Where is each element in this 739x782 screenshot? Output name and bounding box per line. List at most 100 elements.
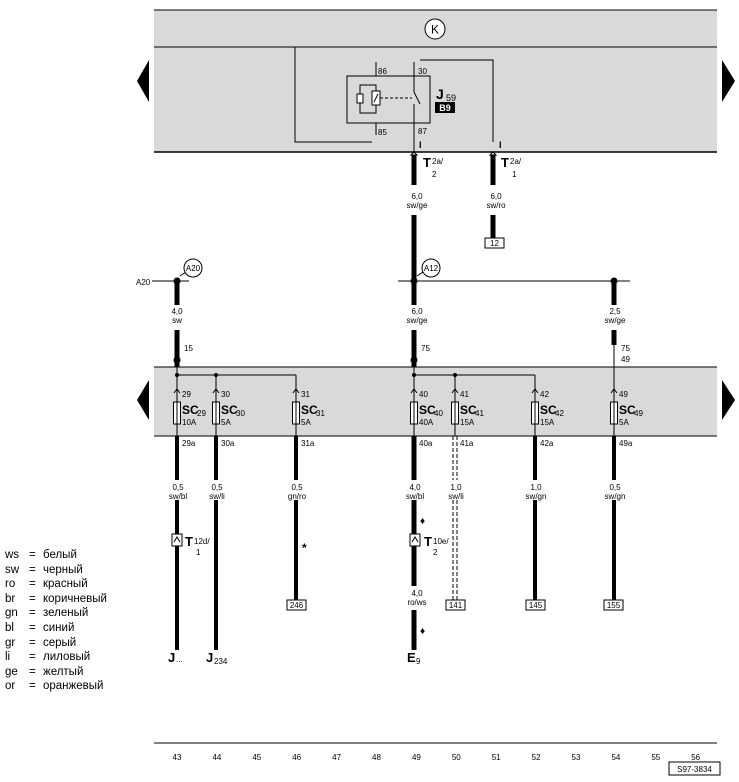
legend-meaning: серый [43,636,77,649]
connector-icon [171,533,183,547]
legend-eq: = [29,636,36,649]
triangle-right-icon[interactable] [722,60,735,102]
legend-row: sw=черный [5,563,107,578]
fuse-number: 30 [236,409,245,418]
legend-code: bl [5,621,14,634]
triangle-right-icon[interactable] [722,380,735,420]
wire-size: 0,5 [609,483,621,492]
legend-code: gn [5,607,18,620]
scale-number: 45 [252,753,261,762]
legend-meaning: лиловый [43,651,91,664]
connector-t10e-name: T [424,534,432,549]
fuse-icon [212,375,220,436]
fuse-icon [451,375,459,436]
connector-icon [409,533,421,547]
legend-row: br=коричневый [5,592,107,607]
asterisk-mark: * [302,541,307,555]
component-j-name: J [168,650,175,665]
triangle-left-icon[interactable] [137,380,149,420]
relay-name: J [436,86,444,102]
wire-color: ro/ws [407,598,426,607]
terminal-label: 75 [421,344,430,353]
wire-color: sw/li [209,492,225,501]
ref-label: 155 [607,601,621,610]
relay-location-label: B9 [439,103,451,113]
connector-mark: I [419,140,422,150]
legend-meaning: коричневый [43,592,107,605]
fuse-number: 49 [634,409,643,418]
wire-size: 6,0 [490,192,502,201]
legend-row: gr=серый [5,636,107,651]
component-j234-subscript: 234 [214,657,228,666]
legend-eq: = [29,621,36,634]
ref-label: 12 [490,239,499,248]
legend-meaning: желтый [43,665,84,678]
diamond-mark: ♦ [420,516,425,527]
legend-eq: = [29,563,36,576]
ref-label: 141 [449,601,463,610]
legend-row: bl=синий [5,621,107,636]
scale-number: 46 [292,753,301,762]
connector-mark: I [499,140,502,150]
connector-t2a-pin: 2 [432,170,437,179]
fuse-name: SC [182,403,199,417]
scale-number: 53 [572,753,581,762]
wire-size: 6,0 [411,192,423,201]
ref-label: 145 [529,601,543,610]
fuse-icon [410,375,418,436]
drawing-code: S97-3834 [677,765,712,774]
connector-t10e-pin: 2 [433,548,438,557]
scale-number: 43 [173,753,182,762]
legend-row: or=оранжевый [5,679,107,694]
wire-color: sw/ge [605,316,626,325]
connector-t2a-name: T [501,155,509,170]
ref-box[interactable] [445,599,466,611]
scale-number: 48 [372,753,381,762]
legend-eq: = [29,651,36,664]
ref-label: 246 [290,601,304,610]
relay-icon [346,62,431,152]
connector-t10e-subscript: 10e/ [433,537,449,546]
wire-size: 4,0 [171,307,183,316]
fuse-rating: 40A [419,418,434,427]
ref-box[interactable] [525,599,546,611]
wire-color: sw/ge [407,201,428,210]
fuse-name: SC [419,403,436,417]
fuse-name: SC [301,403,318,417]
legend-row: li = лиловый [5,650,107,665]
ref-box[interactable] [603,599,624,611]
legend-meaning: оранжевый [43,680,104,693]
legend-code: li [5,651,11,664]
legend-row: gn=зеленый [5,606,107,621]
wire-size: 4,0 [409,483,421,492]
splice-a20-label: A20 [186,264,201,273]
fuse-icon [610,375,618,436]
fuse-out-pin: 42a [540,439,554,448]
scale-number: 49 [412,753,421,762]
fuse-in-pin: 40 [419,390,428,399]
ref-box[interactable] [484,237,505,249]
circled-splice-icon: A12 [416,258,441,278]
wire-color: gn/ro [288,492,307,501]
legend-eq: = [29,549,36,561]
fuse-out-pin: 31a [301,439,315,448]
legend-code: sw [5,563,20,576]
fuse-number: 29 [197,409,206,418]
fuse-out-pin: 30a [221,439,235,448]
fuse-in-pin: 30 [221,390,230,399]
fuse-in-pin: 41 [460,390,469,399]
fuse-rating: 5A [221,418,231,427]
frame-line [420,59,494,142]
scale-number: 50 [452,753,461,762]
drawing-code-box [668,761,721,776]
component-j-subscript: ... [176,655,183,664]
component-e9-subscript: 9 [416,657,421,666]
fuse-number: 42 [555,409,564,418]
ref-box[interactable] [286,599,307,611]
triangle-left-icon[interactable] [137,60,149,102]
legend-meaning: красный [43,578,88,591]
fuse-out-pin: 29a [182,439,196,448]
wire-size: 2,5 [609,307,621,316]
